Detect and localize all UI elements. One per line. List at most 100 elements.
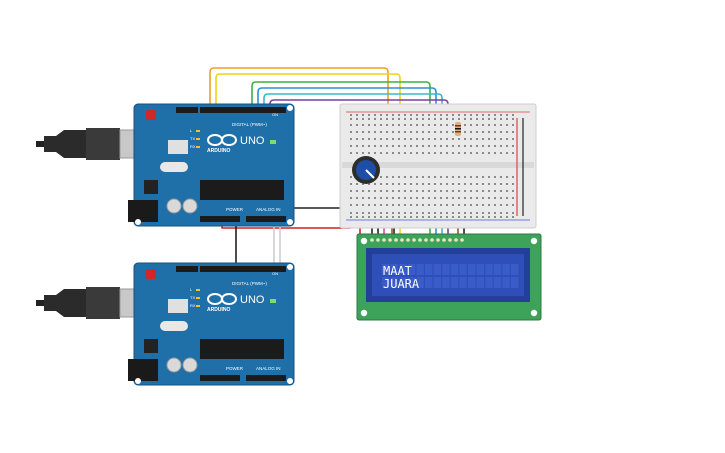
breadboard-hole — [374, 204, 376, 206]
breadboard-hole — [488, 176, 490, 178]
breadboard-hole — [374, 145, 376, 147]
breadboard-hole — [434, 197, 436, 199]
breadboard-hole — [428, 152, 430, 154]
breadboard-hole — [368, 114, 370, 116]
breadboard-hole — [446, 145, 448, 147]
breadboard-hole — [392, 118, 394, 120]
breadboard-hole — [464, 118, 466, 120]
breadboard-hole — [380, 152, 382, 154]
wire-blue[interactable] — [257, 87, 437, 238]
breadboard-hole — [446, 131, 448, 133]
breadboard-hole — [410, 176, 412, 178]
breadboard-hole — [512, 183, 514, 185]
breadboard-hole — [398, 118, 400, 120]
breadboard-hole — [380, 204, 382, 206]
lcd-cell — [416, 264, 424, 275]
breadboard-hole — [380, 216, 382, 218]
breadboard-hole — [416, 216, 418, 218]
lcd-pin — [454, 238, 458, 242]
breadboard-hole — [464, 131, 466, 133]
breadboard-hole — [512, 212, 514, 214]
lcd-cell — [459, 277, 467, 288]
wire-purple[interactable] — [269, 99, 449, 238]
breadboard-hole — [488, 114, 490, 116]
lcd-cell — [425, 277, 433, 288]
breadboard-hole — [386, 114, 388, 116]
arduino-bottom[interactable]: UNO ARDUINO DIGITAL (PWM~) POWER ANALOG … — [36, 262, 295, 386]
breadboard-hole — [428, 138, 430, 140]
breadboard-hole — [422, 176, 424, 178]
reset-button[interactable] — [146, 269, 156, 279]
wire-yellow[interactable] — [215, 73, 401, 238]
breadboard-hole — [452, 176, 454, 178]
breadboard-hole — [404, 197, 406, 199]
breadboard-hole — [404, 118, 406, 120]
lcd-pin — [460, 238, 464, 242]
lcd-cell — [390, 264, 398, 275]
breadboard-hole — [428, 118, 430, 120]
breadboard-hole — [356, 114, 358, 116]
breadboard-hole — [434, 216, 436, 218]
breadboard-hole — [350, 124, 352, 126]
lcd-pin — [430, 238, 434, 242]
breadboard-hole — [356, 124, 358, 126]
breadboard-hole — [494, 124, 496, 126]
breadboard-hole — [410, 124, 412, 126]
breadboard-hole — [488, 212, 490, 214]
l-label: L — [190, 287, 193, 292]
power-label: POWER — [226, 207, 244, 212]
breadboard-hole — [494, 118, 496, 120]
breadboard-hole — [356, 152, 358, 154]
breadboard-hole — [350, 114, 352, 116]
potentiometer[interactable] — [352, 156, 380, 184]
breadboard-hole — [464, 124, 466, 126]
breadboard-hole — [374, 216, 376, 218]
breadboard-hole — [350, 152, 352, 154]
breadboard-hole — [470, 114, 472, 116]
breadboard-hole — [416, 114, 418, 116]
breadboard-hole — [470, 190, 472, 192]
wire-orange[interactable] — [209, 67, 389, 132]
lcd-cell — [502, 277, 510, 288]
breadboard-hole — [422, 114, 424, 116]
breadboard-hole — [434, 145, 436, 147]
lcd-pin — [370, 238, 374, 242]
breadboard-hole — [422, 131, 424, 133]
lcd-pin-header — [370, 238, 464, 242]
on-label: ON — [272, 271, 278, 276]
arduino-top[interactable]: UNO ARDUINO DIGITAL (PWM~) POWER ANALOG … — [36, 103, 295, 227]
breadboard-hole — [410, 216, 412, 218]
breadboard-hole — [368, 190, 370, 192]
breadboard-hole — [470, 124, 472, 126]
breadboard-hole — [512, 131, 514, 133]
lcd-cell — [493, 277, 502, 288]
breadboard-hole — [362, 114, 364, 116]
breadboard-hole — [476, 152, 478, 154]
breadboard-hole — [380, 212, 382, 214]
lcd-pin — [400, 238, 404, 242]
breadboard-hole — [500, 190, 502, 192]
breadboard-hole — [356, 204, 358, 206]
breadboard-hole — [500, 145, 502, 147]
wire-cyan[interactable] — [263, 93, 443, 238]
breadboard-hole — [398, 183, 400, 185]
breadboard-hole — [494, 204, 496, 206]
breadboard-hole — [374, 118, 376, 120]
breadboard-hole — [380, 176, 382, 178]
breadboard-hole — [350, 176, 352, 178]
breadboard-hole — [404, 124, 406, 126]
breadboard-hole — [440, 176, 442, 178]
breadboard-hole — [428, 190, 430, 192]
breadboard-hole — [368, 204, 370, 206]
reset-button[interactable] — [146, 110, 156, 120]
breadboard-hole — [416, 145, 418, 147]
model-label: UNO — [240, 294, 265, 306]
breadboard-hole — [410, 118, 412, 120]
breadboard-hole — [494, 216, 496, 218]
breadboard-hole — [350, 204, 352, 206]
breadboard-hole — [410, 138, 412, 140]
breadboard-hole — [368, 216, 370, 218]
breadboard-hole — [494, 183, 496, 185]
lcd-character-grid — [382, 264, 519, 288]
wire-green[interactable] — [251, 81, 431, 238]
